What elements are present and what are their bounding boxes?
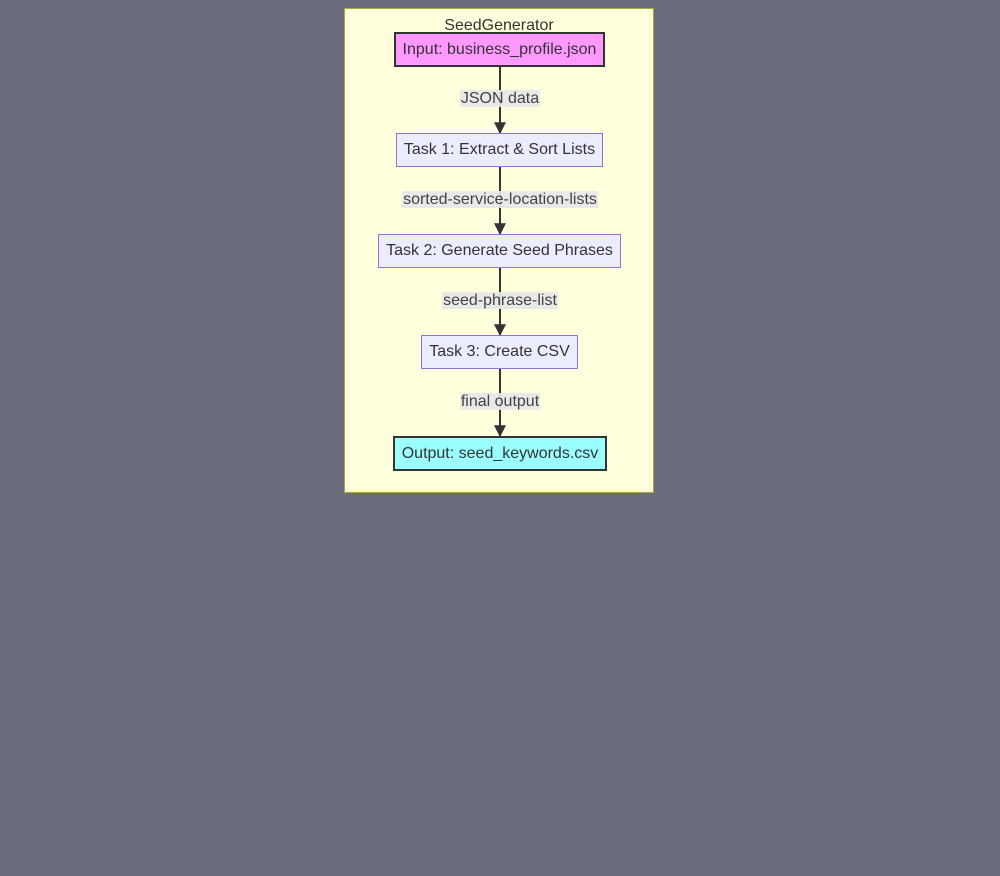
node-input-label: Input: business_profile.json [402, 40, 597, 58]
edge-label-sorted-lists: sorted-service-location-lists [0, 191, 1000, 209]
edge-label-text: final output [459, 393, 541, 410]
edge-label-seed-phrase-list: seed-phrase-list [0, 292, 1000, 310]
subgraph-title: SeedGenerator [444, 17, 554, 34]
node-task3-label: Task 3: Create CSV [429, 343, 570, 360]
node-task2-label: Task 2: Generate Seed Phrases [386, 242, 613, 259]
edge-label-text: seed-phrase-list [442, 292, 558, 309]
node-output: Output: seed_keywords.csv [393, 436, 607, 471]
edge-label-text: sorted-service-location-lists [402, 191, 598, 208]
edge-label-text: JSON data [459, 90, 541, 107]
node-task2: Task 2: Generate Seed Phrases [378, 234, 621, 268]
node-input: Input: business_profile.json [394, 32, 605, 67]
edge-label-final-output: final output [0, 393, 1000, 411]
node-task1-label: Task 1: Extract & Sort Lists [403, 141, 596, 158]
node-task3: Task 3: Create CSV [421, 335, 578, 369]
edge-label-json-data: JSON data [0, 90, 1000, 108]
node-task1: Task 1: Extract & Sort Lists [396, 133, 603, 167]
node-output-label: Output: seed_keywords.csv [401, 444, 599, 462]
